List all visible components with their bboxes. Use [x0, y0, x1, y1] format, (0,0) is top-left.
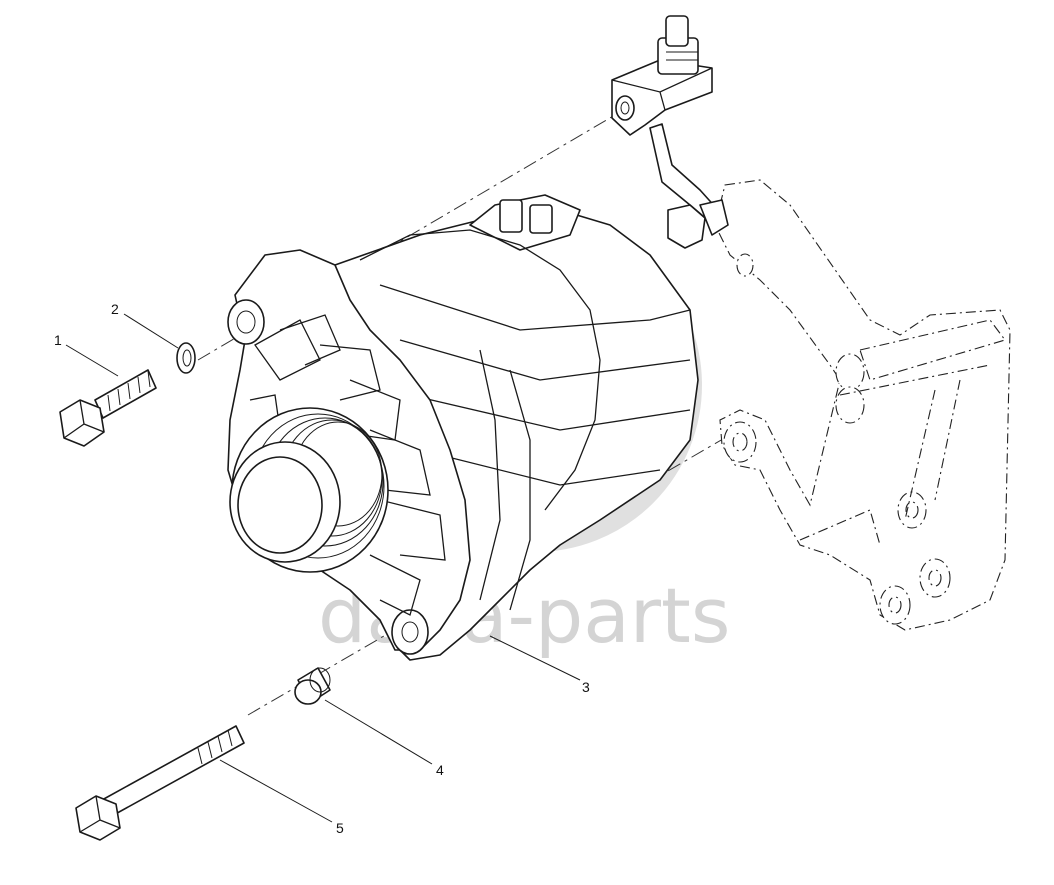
callout-1: 1	[54, 332, 62, 348]
callout-3: 3	[582, 679, 590, 695]
alternator	[227, 194, 699, 661]
callout-4: 4	[436, 762, 444, 778]
washer	[176, 342, 196, 374]
hex-bolt-long	[75, 725, 245, 841]
spacer-sleeve	[294, 667, 331, 705]
adjusting-link	[611, 15, 729, 249]
callout-5: 5	[336, 820, 344, 836]
hex-bolt-short	[59, 369, 157, 447]
callout-leaders	[65, 313, 581, 823]
callout-2: 2	[111, 301, 119, 317]
mounting-bracket-phantom	[714, 179, 1011, 631]
